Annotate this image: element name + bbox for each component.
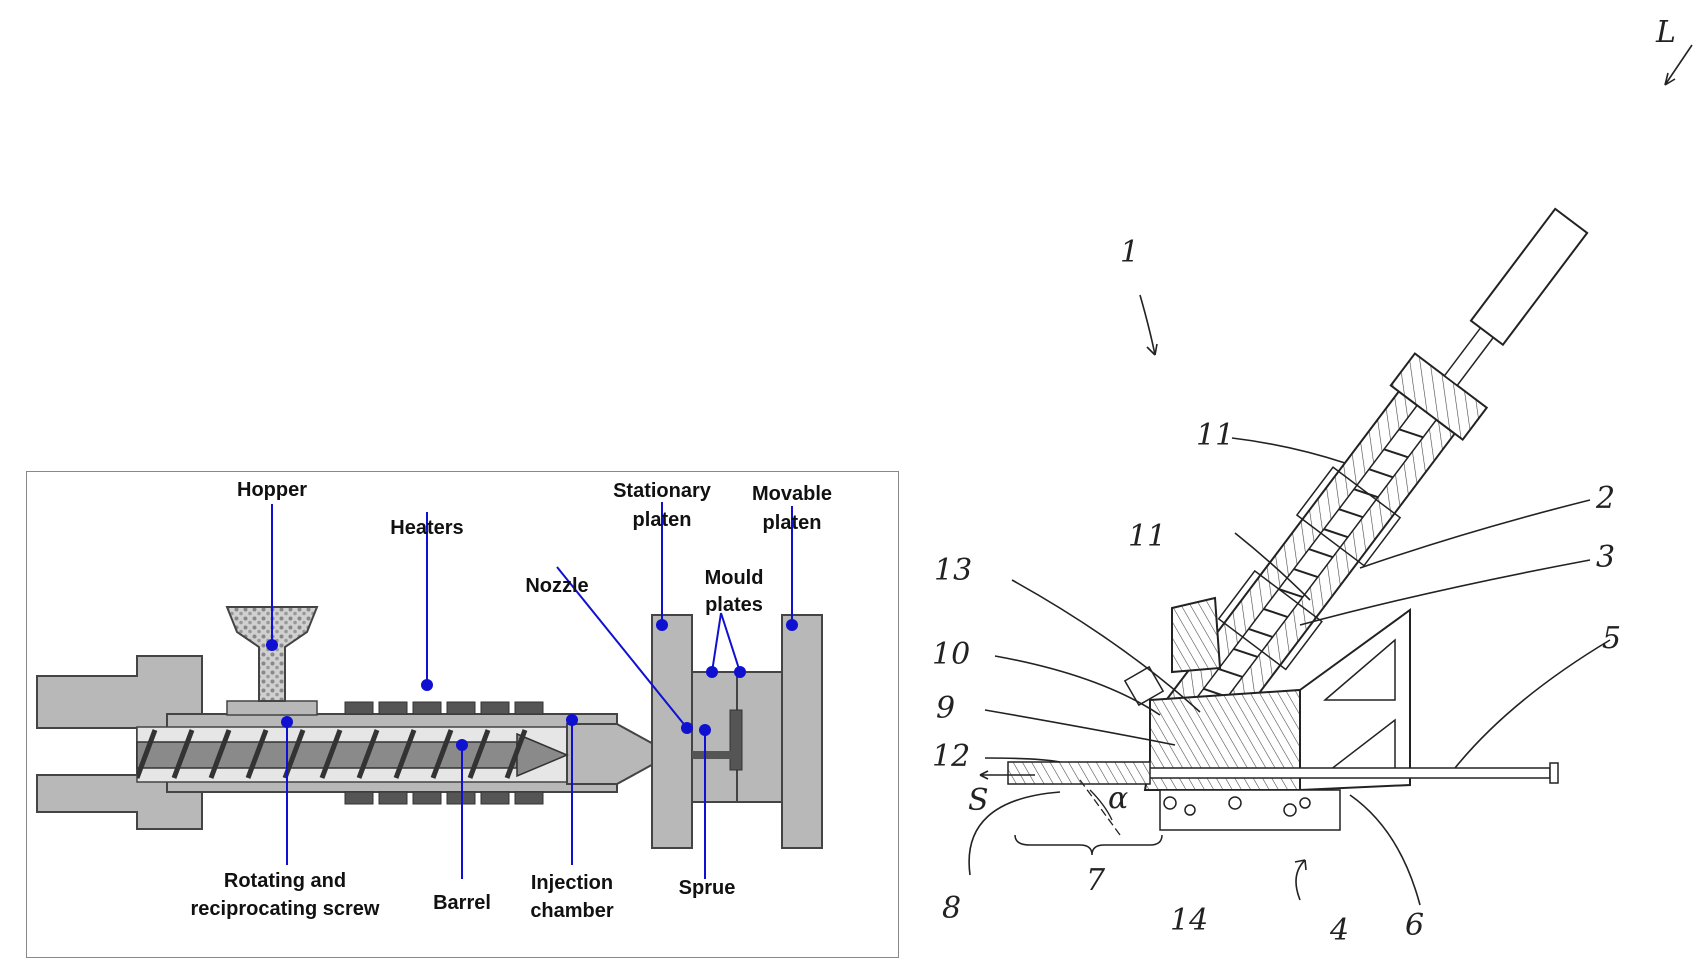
patent-label-S: S xyxy=(968,783,989,818)
leader-lines xyxy=(271,502,793,879)
angle-arc xyxy=(1089,789,1113,821)
unit-screw-flights xyxy=(1188,428,1424,718)
mould-plate-right xyxy=(736,671,783,803)
rod-end-cap xyxy=(1549,762,1559,784)
base-block xyxy=(1159,789,1341,831)
patent-label-11-lower: 11 xyxy=(1128,519,1166,554)
unit-screw xyxy=(1175,404,1438,741)
label-screw-line1: Rotating and xyxy=(224,870,346,892)
sprue-shape xyxy=(692,751,732,759)
angle-line xyxy=(1079,779,1121,836)
upper-housing xyxy=(1171,596,1222,674)
nozzle-tip xyxy=(1007,761,1151,785)
unit-heater-band-1 xyxy=(1217,569,1323,671)
patent-label-14: 14 xyxy=(1170,903,1208,938)
patent-label-L: L xyxy=(1655,15,1676,50)
patent-label-1: 1 xyxy=(1120,235,1139,270)
label-movable-platen-line2: platen xyxy=(763,512,822,534)
label-stationary-platen-line2: platen xyxy=(633,509,692,531)
label-sprue: Sprue xyxy=(679,877,736,899)
label-injection-chamber-line1: Injection xyxy=(531,872,613,894)
unit-drive-cylinder xyxy=(1469,207,1589,347)
label-mould-plates-line1: Mould xyxy=(705,567,764,589)
injection-diagram-panel: Hopper Heaters Stationary platen Movable… xyxy=(26,471,899,958)
unit-barrel xyxy=(1156,390,1457,755)
heater-bands xyxy=(344,701,544,805)
patent-label-9: 9 xyxy=(936,691,955,726)
frame-rib-2 xyxy=(1327,718,1396,776)
label-hopper: Hopper xyxy=(237,479,307,501)
patent-label-6: 6 xyxy=(1405,908,1424,943)
label-heaters: Heaters xyxy=(390,517,463,539)
inclined-injection-unit xyxy=(1156,207,1589,755)
injection-diagram: Hopper Heaters Stationary platen Movable… xyxy=(36,479,832,922)
patent-label-4: 4 xyxy=(1329,913,1349,948)
patent-label-2: 2 xyxy=(1595,481,1615,516)
patent-leaders xyxy=(968,44,1693,906)
label-stationary-platen-line1: Stationary xyxy=(613,480,712,502)
injection-rod xyxy=(1009,767,1551,779)
patent-label-12: 12 xyxy=(932,739,970,774)
patent-label-10: 10 xyxy=(932,637,970,672)
screw-flights xyxy=(137,729,528,779)
bracket-7 xyxy=(1014,834,1163,856)
injection-chamber-shape xyxy=(566,723,658,785)
mould-cavity xyxy=(729,709,743,771)
patent-label-11-upper: 11 xyxy=(1196,418,1234,453)
hopper-mount xyxy=(226,700,318,716)
frame-rib-1 xyxy=(1322,638,1396,701)
support-frame xyxy=(1299,608,1411,792)
movable-platen-shape xyxy=(781,614,823,849)
screw-cap xyxy=(1123,665,1165,707)
unit-heater-band-2 xyxy=(1295,466,1402,567)
label-injection-chamber-line2: chamber xyxy=(530,900,614,922)
patent-label-5: 5 xyxy=(1602,621,1621,656)
nozzle-head-block xyxy=(1143,688,1301,791)
patent-label-8: 8 xyxy=(942,891,961,926)
leader-dots xyxy=(266,619,798,751)
unit-drive-shaft xyxy=(1443,326,1495,387)
hopper-shape xyxy=(225,606,319,702)
label-movable-platen-line1: Movable xyxy=(752,483,832,505)
base-holes xyxy=(1163,796,1311,817)
label-nozzle: Nozzle xyxy=(525,575,588,597)
unit-flange xyxy=(1389,352,1489,442)
patent-label-3: 3 xyxy=(1596,540,1615,575)
label-mould-plates-line2: plates xyxy=(705,594,763,616)
label-barrel: Barrel xyxy=(433,892,491,914)
patent-label-alpha: α xyxy=(1108,781,1128,816)
patent-label-7: 7 xyxy=(1086,863,1106,898)
patent-label-13: 13 xyxy=(934,553,972,588)
label-screw-line2: reciprocating screw xyxy=(191,898,380,920)
